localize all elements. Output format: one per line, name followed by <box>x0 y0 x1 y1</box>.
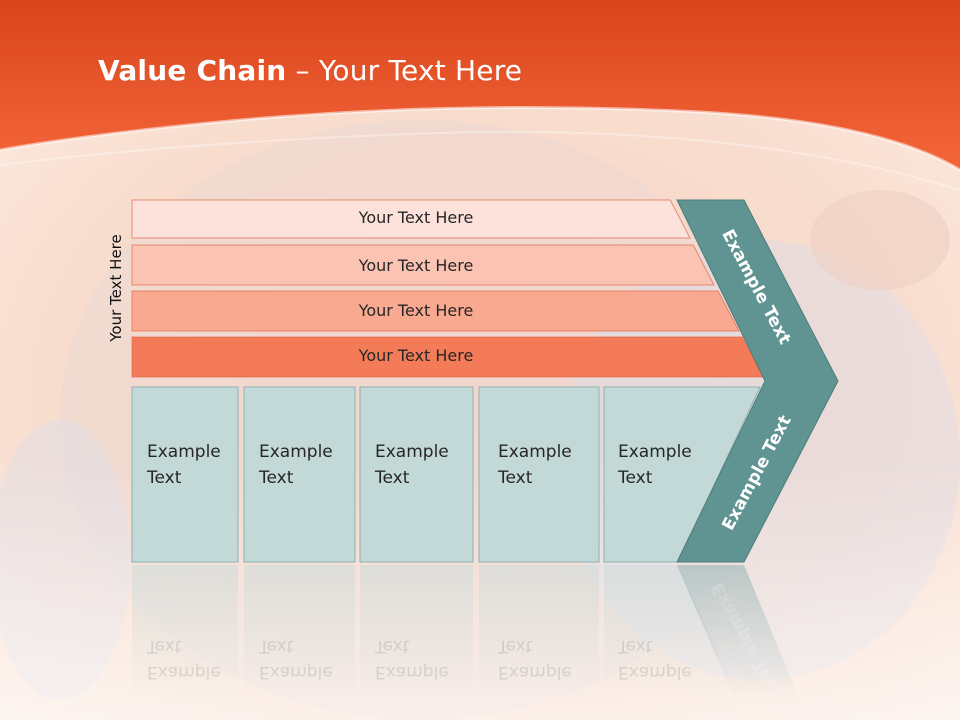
value-chain-diagram <box>131 199 839 700</box>
margin-arrow <box>676 199 839 563</box>
support-bar-1 <box>131 199 691 239</box>
primary-column-1 <box>131 386 239 563</box>
support-bar-2 <box>131 244 715 286</box>
primary-column-reflection-shape-4 <box>479 565 599 700</box>
primary-column-4 <box>478 386 600 563</box>
support-bar-label-4: Your Text Here <box>358 346 474 365</box>
support-bar-label-3: Your Text Here <box>358 301 474 320</box>
primary-column-reflection-shape-3 <box>360 565 473 700</box>
vertical-side-label-text: Your Text Here <box>107 234 125 342</box>
title-rest: – Your Text Here <box>286 54 523 87</box>
support-bar-label-2: Your Text Here <box>358 256 474 275</box>
primary-column-reflection-shape-1 <box>132 565 238 700</box>
primary-column-3 <box>359 386 474 563</box>
primary-column-2 <box>243 386 356 563</box>
primary-column-reflection-shape-2 <box>244 565 355 700</box>
support-bar-3 <box>131 290 740 332</box>
margin-arrow-reflection <box>677 565 800 700</box>
support-bar-label-1: Your Text Here <box>358 208 474 227</box>
primary-column-reflection-shape-5 <box>604 565 740 700</box>
page-title: Value Chain – Your Text Here <box>98 54 522 87</box>
title-bold: Value Chain <box>98 54 287 87</box>
